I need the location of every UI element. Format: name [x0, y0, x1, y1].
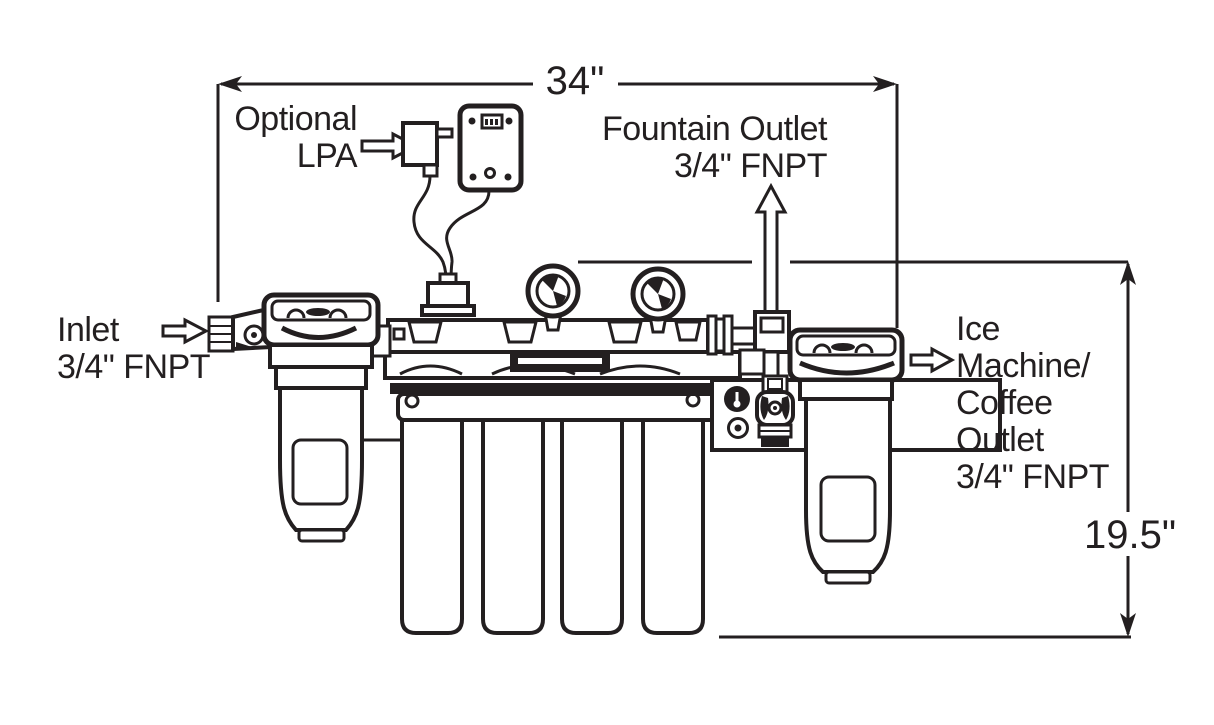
- width-dimension-label: 34": [545, 59, 605, 103]
- solenoid-valve: [420, 272, 476, 317]
- cartridge-3: [560, 418, 624, 635]
- optional-lpa-label: Optional LPA: [234, 100, 357, 175]
- left-filter-housing: [261, 292, 381, 543]
- outlet-ball-valve: [755, 350, 795, 447]
- pressure-gauge-right: [630, 266, 686, 334]
- pressure-gauge-left: [525, 263, 581, 332]
- height-dimension-lines: [578, 260, 1136, 639]
- manifold: [370, 310, 791, 380]
- dimension-arrow-right-icon: [873, 76, 897, 92]
- lpa-indicator: [484, 167, 496, 179]
- ice-outlet-arrow-icon: [909, 346, 956, 374]
- controller-cable: [445, 190, 491, 283]
- fountain-arrow-icon: [754, 182, 788, 315]
- fountain-outlet-label: Fountain Outlet 3/4" FNPT: [602, 110, 827, 185]
- target-circle-icon: [727, 417, 749, 439]
- height-dimension-label: 19.5": [1083, 513, 1177, 557]
- right-filter-housing: [787, 327, 905, 585]
- width-dimension-lines: [216, 76, 899, 328]
- filter-cartridges: [362, 418, 705, 635]
- lpa-display: [480, 113, 504, 130]
- adapter-cable: [412, 175, 448, 283]
- panel-indicators: [724, 386, 750, 439]
- adapter-connector: [422, 163, 439, 178]
- cartridge-4: [641, 418, 705, 635]
- inlet-arrow-icon: [161, 317, 210, 345]
- power-adapter: [401, 121, 439, 167]
- lpa-controller: [401, 103, 524, 283]
- right-label-window: [819, 475, 877, 543]
- cartridge-2: [481, 418, 545, 635]
- dimension-arrow-down-icon: [1120, 613, 1136, 637]
- left-label-window: [291, 438, 349, 506]
- bracket-screw-right: [685, 392, 701, 408]
- dimension-arrow-left-icon: [218, 76, 242, 92]
- adapter-prong: [435, 127, 454, 139]
- cartridge-1: [400, 418, 464, 635]
- bracket-screw-left: [404, 393, 420, 409]
- inlet-label: Inlet 3/4" FNPT: [57, 311, 211, 386]
- lpa-control-box: [457, 103, 524, 193]
- ice-machine-outlet-label: Ice Machine/ Coffee Outlet 3/4" FNPT: [956, 310, 1110, 496]
- dimension-arrow-up-icon: [1120, 261, 1136, 285]
